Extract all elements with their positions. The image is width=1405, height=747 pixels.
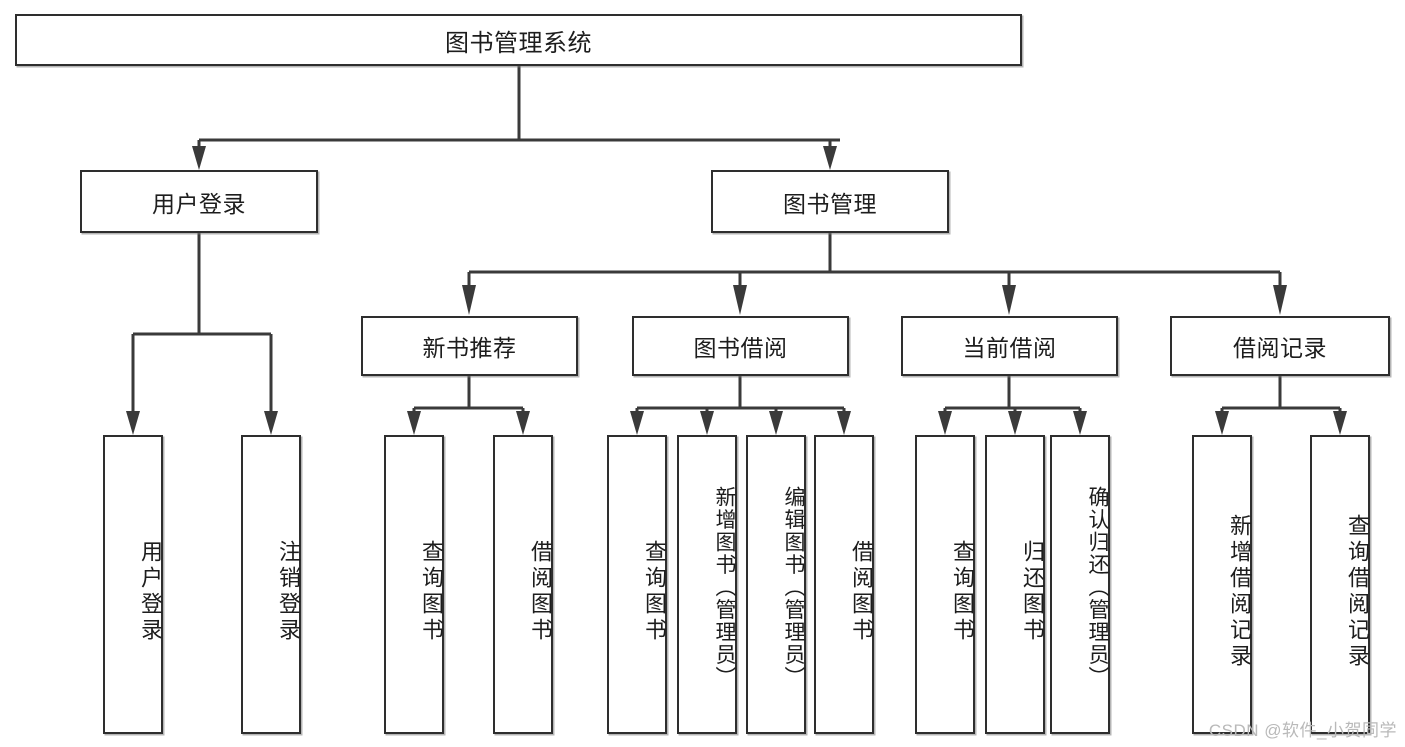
leaf-edit-book-label: 编辑图书（管理员）	[782, 486, 805, 689]
arrowhead-leaf-confirm-return	[1073, 411, 1087, 435]
leaf-logout-label: 注销登录	[276, 539, 301, 644]
node-root[interactable]: 图书管理系统	[15, 14, 1022, 66]
node-user-login-label: 用户登录	[152, 190, 246, 217]
leaf-query-borrow-record-label: 查询借阅记录	[1345, 513, 1370, 670]
node-borrow-record[interactable]: 借阅记录	[1170, 316, 1390, 376]
leaf-query-borrow-record[interactable]: 查询借阅记录	[1310, 435, 1370, 734]
arrowhead-leaf-return-book	[1008, 411, 1022, 435]
arrowhead-leaf-query-book-2	[630, 411, 644, 435]
arrowhead-leaf-query-book-1	[407, 411, 421, 435]
leaf-borrow-book-1[interactable]: 借阅图书	[493, 435, 553, 734]
arrowhead-leaf-add-record	[1215, 411, 1229, 435]
arrowhead-leaf-borrow-book-1	[516, 411, 530, 435]
arrowhead-new-book-rec	[462, 285, 476, 315]
leaf-user-login-label: 用户登录	[138, 539, 163, 644]
leaf-query-book-3[interactable]: 查询图书	[915, 435, 975, 734]
arrowhead-leaf-user-login	[126, 411, 140, 435]
leaf-confirm-return-label: 确认归还（管理员）	[1086, 486, 1109, 689]
node-root-label: 图书管理系统	[445, 29, 592, 57]
arrowhead-leaf-edit-book	[769, 411, 783, 435]
arrowhead-leaf-query-record	[1333, 411, 1347, 435]
leaf-add-book-label: 新增图书（管理员）	[713, 486, 736, 689]
node-book-manage[interactable]: 图书管理	[711, 170, 949, 233]
leaf-user-login[interactable]: 用户登录	[103, 435, 163, 734]
arrowhead-leaf-borrow-book-2	[837, 411, 851, 435]
node-new-book-recommend-label: 新书推荐	[422, 335, 517, 361]
node-user-login[interactable]: 用户登录	[80, 170, 318, 233]
leaf-logout[interactable]: 注销登录	[241, 435, 301, 734]
leaf-query-book-2[interactable]: 查询图书	[607, 435, 667, 734]
node-book-borrow-label: 图书借阅	[693, 335, 788, 361]
arrowhead-user-login	[192, 146, 206, 170]
node-borrow-record-label: 借阅记录	[1233, 335, 1327, 361]
node-current-borrow[interactable]: 当前借阅	[901, 316, 1118, 376]
leaf-query-book-1[interactable]: 查询图书	[384, 435, 444, 734]
arrowhead-book-manage	[823, 146, 837, 170]
node-new-book-recommend[interactable]: 新书推荐	[361, 316, 578, 376]
node-book-manage-label: 图书管理	[783, 190, 877, 217]
node-book-borrow[interactable]: 图书借阅	[632, 316, 849, 376]
leaf-query-book-1-label: 查询图书	[419, 539, 444, 644]
leaf-query-book-2-label: 查询图书	[642, 539, 667, 644]
arrowhead-book-borrow	[733, 285, 747, 315]
leaf-confirm-return[interactable]: 确认归还（管理员）	[1050, 435, 1110, 734]
leaf-add-borrow-record-label: 新增借阅记录	[1227, 513, 1252, 670]
arrowhead-leaf-query-book-3	[938, 411, 952, 435]
leaf-return-book[interactable]: 归还图书	[985, 435, 1045, 734]
leaf-add-book[interactable]: 新增图书（管理员）	[677, 435, 737, 734]
leaf-borrow-book-1-label: 借阅图书	[528, 539, 553, 644]
leaf-return-book-label: 归还图书	[1020, 539, 1045, 644]
leaf-query-book-3-label: 查询图书	[950, 539, 975, 644]
arrowhead-borrow-record	[1273, 285, 1287, 315]
leaf-edit-book[interactable]: 编辑图书（管理员）	[746, 435, 806, 734]
node-current-borrow-label: 当前借阅	[962, 335, 1057, 361]
leaf-borrow-book-2-label: 借阅图书	[849, 539, 874, 644]
leaf-borrow-book-2[interactable]: 借阅图书	[814, 435, 874, 734]
watermark-text: CSDN @软件_小贺同学	[1208, 721, 1397, 740]
leaf-add-borrow-record[interactable]: 新增借阅记录	[1192, 435, 1252, 734]
arrowhead-leaf-add-book	[700, 411, 714, 435]
arrowhead-leaf-logout	[264, 411, 278, 435]
arrowhead-current-borrow	[1002, 285, 1016, 315]
